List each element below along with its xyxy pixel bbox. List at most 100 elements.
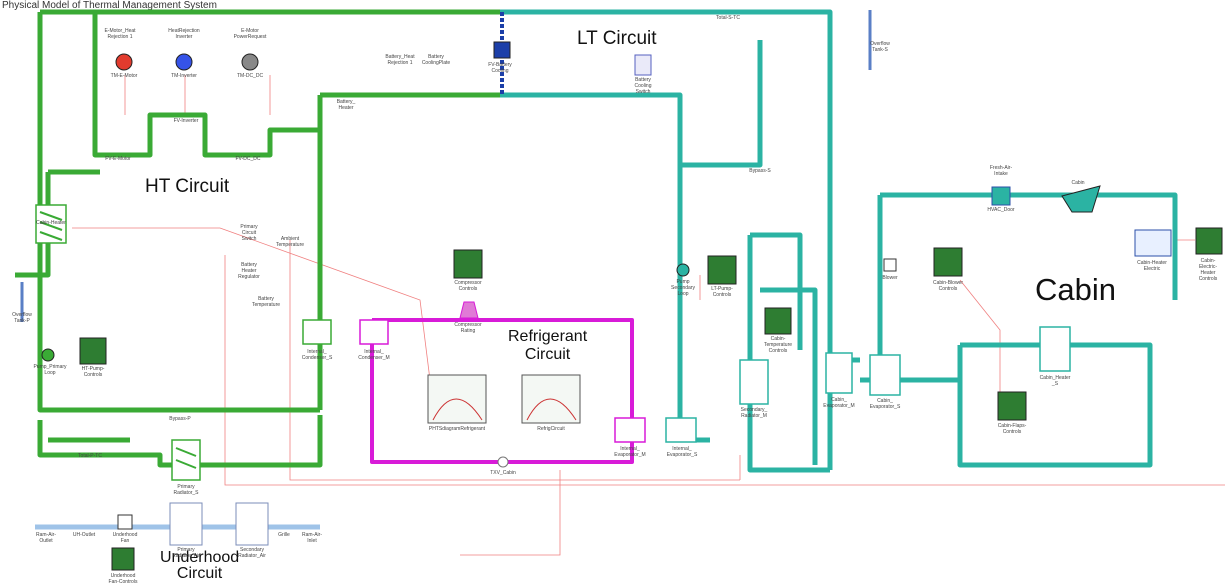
ph-diagram-curve (432, 398, 483, 421)
tm-inverter-label: TM-Inverter (171, 73, 197, 79)
total-p-tc-label: Total-P-TC (78, 453, 102, 459)
lt-pipe (957, 342, 1153, 468)
cabin-electric-heater-controls-icon (1195, 227, 1223, 255)
ht-pipe (37, 12, 320, 413)
blower-icon (883, 258, 897, 272)
cabin-flaps-controls-label: Cabin-Flaps- Controls (997, 423, 1027, 435)
overflow-tanks (20, 10, 872, 322)
cabin-title: Cabin (1035, 272, 1116, 307)
lt-pipe (500, 92, 683, 440)
cabin-icon (1061, 185, 1101, 213)
total-s-tc-label: Total-S-TC (716, 15, 740, 21)
diagram-caption: Physical Model of Thermal Management Sys… (2, 0, 217, 11)
tm-dc-dc-icon (241, 53, 259, 71)
primary-radiator-air-icon (169, 502, 203, 546)
pump-secondary-loop-label: Pump Secondary Loop (671, 279, 695, 297)
txv-cabin-label: TXV_Cabin (490, 470, 516, 476)
lt-circuit-pipes (500, 9, 1178, 473)
battery-cooling-switch-icon (634, 54, 652, 76)
e-motor-power-label: E-Motor PowerRequest (233, 28, 267, 40)
compressor-controls-label: Compressor Controls (454, 280, 482, 292)
cabin-evaporator-m-label: Cabin_ Evaporator_M (823, 397, 855, 409)
compressor-icon (459, 301, 479, 319)
overflow-tank-s-label: Overflow Tank-S (870, 41, 890, 53)
lt-pipe (880, 192, 1178, 300)
ram-air-outlet-label: Ram-Air- Outlet (36, 532, 56, 544)
overflow-tank-p-label: Overflow Tank-P (12, 312, 32, 324)
cabin-blower-controls-label: Cabin-Blower Controls (932, 280, 964, 292)
cabin-heater-electric-label: Cabin-Heater Electric (1137, 260, 1167, 272)
ht-pump-controls-label: HT-Pump- Controls (81, 366, 105, 378)
uh-outlet-label: UH-Outlet (72, 532, 96, 538)
signal-wire (289, 240, 740, 481)
underhood-fan-controls-label: Underhood Fan-Controls (108, 573, 138, 585)
underhood-fan-icon (117, 514, 133, 530)
bypass-s-label: Bypass-S (749, 168, 771, 174)
radiator-fin (39, 221, 63, 231)
lt-pump-controls-icon (707, 255, 737, 285)
components (35, 41, 1223, 571)
pump-primary-loop-label: Pump_Primary Loop (33, 364, 67, 376)
signal-wires (72, 75, 1225, 556)
internal-evaporator-s-icon (665, 417, 697, 443)
lt-pipe (500, 9, 833, 470)
battery-heat-rejection-label: Battery_Heat Rejection 1 (385, 54, 415, 66)
cabin-evaporator-s-label: Cabin_ Evaporator_S (869, 398, 901, 410)
cabin-flaps-controls-icon (997, 391, 1027, 421)
ht-pipe (37, 415, 323, 468)
internal-condenser-s-icon (302, 319, 332, 345)
refrigerant-circuit-pipes (370, 318, 634, 464)
lt-pipe (760, 287, 818, 465)
e-motor-heat-label: E-Motor_Heat Rejection 1 (104, 28, 136, 40)
battery-cooling-plate-label: Battery CoolingPlate (421, 54, 451, 66)
pump-primary-loop-icon (41, 348, 55, 362)
tm-e-motor-label: TM-E-Motor (110, 73, 138, 79)
heat-rejection-inverter-label: HeatRejection Inverter (168, 28, 200, 40)
lt-pipe (747, 235, 830, 473)
cabin-temperature-controls-label: Cabin- Temperature Controls (763, 336, 793, 354)
cabin-heater-s-label: Cabin_Heater _S (1039, 375, 1071, 387)
fresh-air-intake-label: Fresh-Air- Intake (989, 165, 1013, 177)
battery-heater-label: Battery_ Heater (336, 99, 356, 111)
ht-circuit-title: HT Circuit (145, 176, 230, 197)
secondary-radiator-air-icon (235, 502, 269, 546)
radiator-fin (175, 447, 197, 457)
grille-label: Grille (278, 532, 290, 538)
primary-circuit-switch-label: Primary Circuit Switch (240, 224, 258, 242)
refrigerant-pipe (370, 318, 634, 464)
ht-pump-controls-icon (79, 337, 107, 365)
hvac-door-icon (991, 186, 1011, 206)
fv-battery-cooling-label: FV-Battery Cooling (488, 62, 512, 74)
radiator-fin (39, 231, 63, 241)
hvac-door-label: HVAC_Door (987, 207, 1015, 213)
cabin-evaporator-m-icon (825, 352, 853, 394)
underhood-fan-controls-icon (111, 547, 135, 571)
lt-pipe (750, 232, 803, 350)
tm-inverter-icon (175, 53, 193, 71)
tm-dc-dc-label: TM-DC_DC (236, 73, 264, 79)
compressor-rating-label: Compressor Rating (454, 322, 482, 334)
lt-circuit-title: LT Circuit (577, 28, 657, 49)
battery-cooling-switch-label: Battery Cooling Switch (634, 77, 652, 95)
internal-evaporator-s-label: Internal_ Evaporator_S (666, 446, 698, 458)
signal-wire (959, 279, 1001, 400)
lt-pump-controls-label: LT-Pump- Controls (711, 286, 733, 298)
cabin-heater-electric-icon (1134, 229, 1172, 257)
blower-label: Blower (882, 275, 898, 281)
ph-diagram-label: PHTSdiagramRefrigerant (428, 426, 486, 432)
fv-e-motor-label: FV-E-Motor (105, 156, 131, 162)
underhood-fan-label: Underhood Fan (112, 532, 138, 544)
pump-secondary-loop-icon (676, 263, 690, 277)
secondary-radiator-air-label: Secondary Radiator_Air (238, 547, 266, 559)
cabin-blower-controls-icon (933, 247, 963, 277)
ram-air-inlet-label: Ram-Air- Inlet (302, 532, 322, 544)
ht-pipe (92, 12, 320, 158)
tm-e-motor-icon (115, 53, 133, 71)
cabin-temperature-controls-icon (764, 307, 792, 335)
cabin-label: Cabin (1071, 180, 1085, 186)
refrig-circuit-curve (526, 398, 577, 421)
battery-temperature-label: Battery Temperature (251, 296, 281, 308)
signal-wire (224, 255, 1225, 486)
